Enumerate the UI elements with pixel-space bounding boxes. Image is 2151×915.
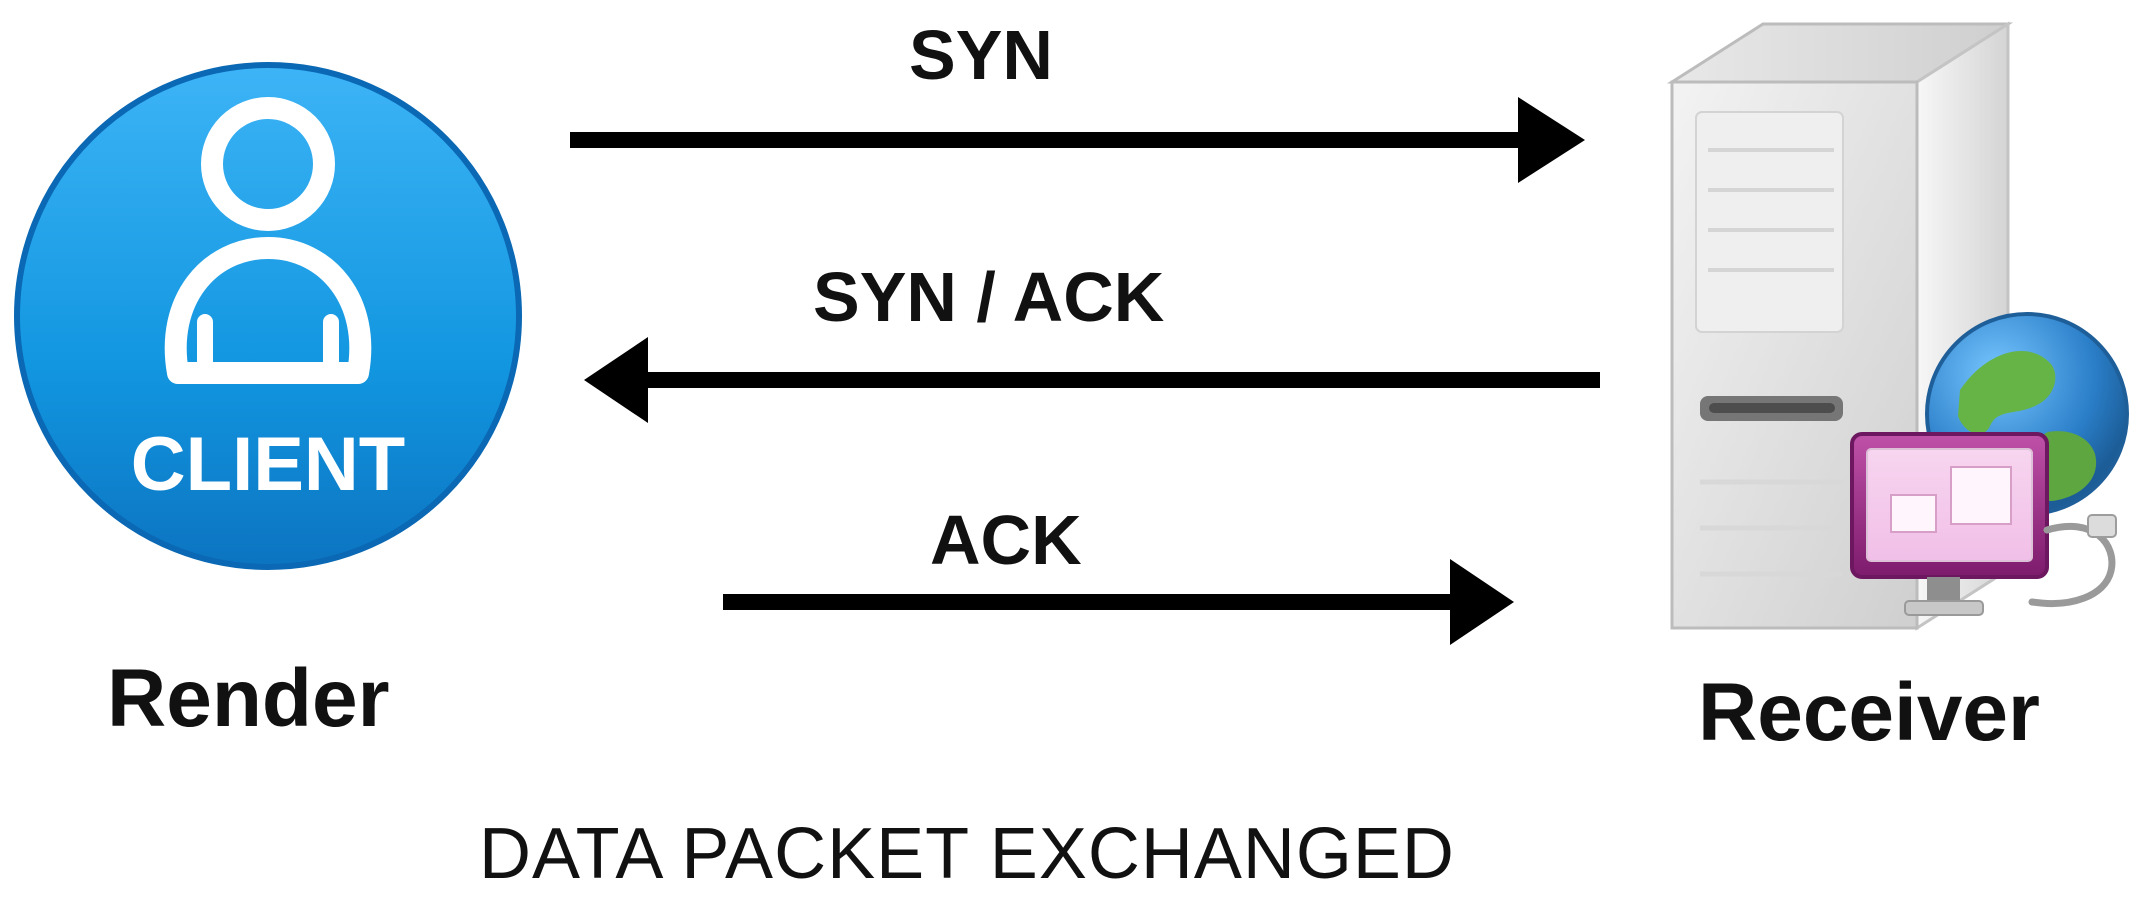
client-badge-text: CLIENT	[130, 422, 406, 507]
syn-ack-arrow	[584, 337, 1600, 423]
footer-caption: DATA PACKET EXCHANGED	[479, 814, 1455, 894]
syn-label: SYN	[909, 16, 1053, 94]
syn-ack-label: SYN / ACK	[813, 258, 1165, 336]
render-label: Render	[107, 653, 390, 744]
syn-arrow	[570, 97, 1585, 183]
ack-label: ACK	[930, 501, 1082, 579]
monitor-icon	[1850, 432, 2117, 616]
receiver-label: Receiver	[1698, 667, 2040, 758]
client-user-icon	[14, 62, 522, 570]
ack-arrow	[723, 559, 1514, 645]
